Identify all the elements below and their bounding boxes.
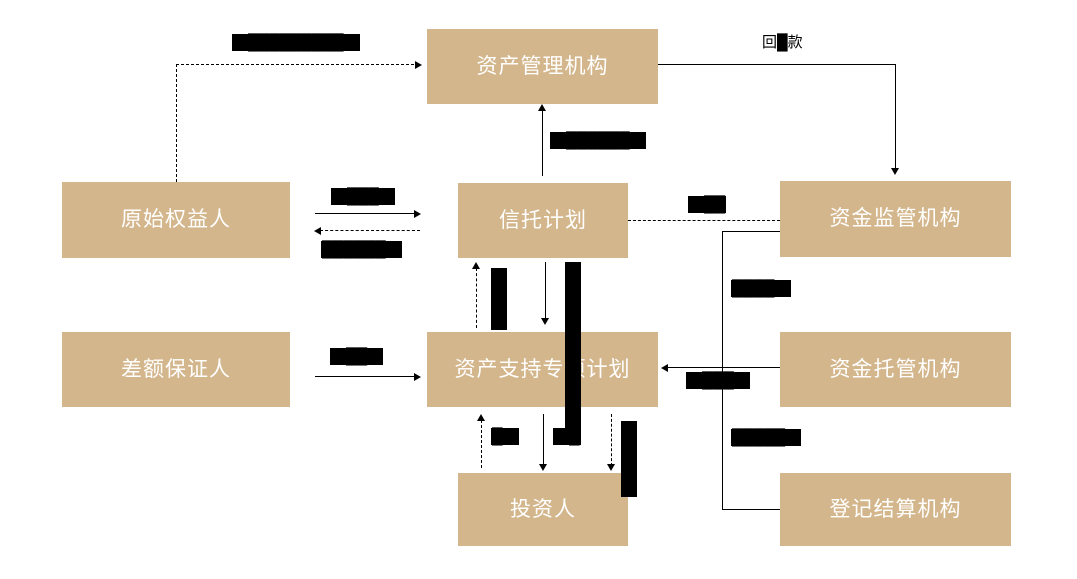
edge-label-originator-trust-lower: ██████款 (321, 241, 402, 259)
edge-manager-to-supervisor-vertical (895, 64, 896, 170)
arrowhead-originator-to-trust (414, 210, 421, 218)
edge-originator-to-trust-solid (315, 213, 418, 214)
edge-spine-to-custodian (722, 367, 780, 368)
arrowhead-abs-to-investor-2 (607, 464, 615, 471)
edge-label-manager-trust: 资██████间 (550, 132, 646, 150)
edge-label-registry-agreement: █████议 (731, 429, 802, 447)
edge-label-trust-supervisor: 回██ (688, 196, 727, 214)
edge-label-top-right: 回█款 (762, 34, 803, 51)
node-label: 资金托管机构 (829, 357, 962, 381)
arrowhead-abs-to-investor (539, 464, 547, 471)
edge-shortfall-to-abs (315, 376, 418, 377)
edge-spine-to-supervisor (722, 231, 780, 232)
arrowhead-supervisor-top (891, 168, 899, 175)
edge-manager-to-trust-vertical (542, 110, 543, 176)
edge-originator-to-manager-horizontal (176, 64, 419, 65)
edge-label-top-left: 基█████████款 (232, 34, 360, 52)
node-fund-supervisor[interactable]: 资金监管机构 (780, 181, 1011, 257)
edge-label-trust-abs-right: 信██ 收██ 转██ (565, 262, 581, 432)
node-investor[interactable]: 投资人 (458, 473, 628, 546)
edge-label-trust-abs-left: ██ 金 (491, 268, 507, 330)
edge-trust-to-originator-dashed (320, 230, 420, 231)
node-label: 差额保证人 (121, 357, 231, 381)
node-fund-custodian[interactable]: 资金托管机构 (780, 332, 1011, 407)
edge-right-spine-vertical (722, 231, 723, 510)
edge-spine-to-registry (722, 509, 780, 510)
node-asset-manager[interactable]: 资产管理机构 (427, 29, 658, 104)
edge-label-custody-contract: 托███司 (686, 372, 750, 390)
edge-label-abs-investor-3: █付 █息 (621, 421, 637, 497)
arrowhead-trust-to-originator (314, 227, 321, 235)
edge-label-abs-investor-1: █购 (491, 428, 519, 446)
arrowhead-investor-to-abs (477, 414, 485, 421)
node-label: 资产管理机构 (476, 54, 609, 78)
node-abs-plan[interactable]: 资产支持专项计划 (427, 332, 658, 407)
edge-label-shortfall: 差██足 (330, 348, 384, 366)
node-registry-clearing[interactable]: 登记结算机构 (780, 473, 1011, 546)
node-shortfall-guarantor[interactable]: 差额保证人 (62, 332, 290, 407)
node-label: 信托计划 (499, 208, 587, 232)
edge-abs-to-trust-dashed (476, 268, 477, 328)
arrowhead-abs-to-trust (472, 262, 480, 269)
node-label: 资金监管机构 (829, 207, 962, 231)
node-originator[interactable]: 原始权益人 (62, 182, 290, 258)
node-label: 资产支持专项计划 (454, 357, 631, 381)
arrowhead-shortfall-to-abs (414, 373, 421, 381)
edge-label-abs-investor-2: 发█ (553, 428, 581, 446)
edge-abs-to-investor-dashed (611, 414, 612, 466)
node-trust-plan[interactable]: 信托计划 (458, 183, 628, 258)
edge-originator-to-manager-vertical (176, 64, 177, 182)
node-label: 登记结算机构 (829, 497, 962, 521)
edge-abs-to-investor-solid (543, 414, 544, 466)
arrowhead-manager-left (415, 61, 422, 69)
edge-spine-to-abs (665, 367, 723, 368)
arrowhead-trust-top (538, 104, 546, 111)
edge-investor-to-abs-dashed (481, 420, 482, 468)
node-label: 原始权益人 (121, 208, 231, 232)
edge-trust-to-abs-solid (545, 262, 546, 320)
edge-trust-to-supervisor-dashed (628, 220, 780, 221)
edge-label-originator-trust-upper: 信███押 (331, 188, 395, 206)
arrowhead-spine-to-abs (661, 364, 668, 372)
arrowhead-trust-to-abs (541, 318, 549, 325)
node-label: 投资人 (510, 497, 576, 521)
edge-manager-to-supervisor-horizontal (658, 64, 896, 65)
edge-label-supervise-contract: ████同 (731, 280, 791, 298)
